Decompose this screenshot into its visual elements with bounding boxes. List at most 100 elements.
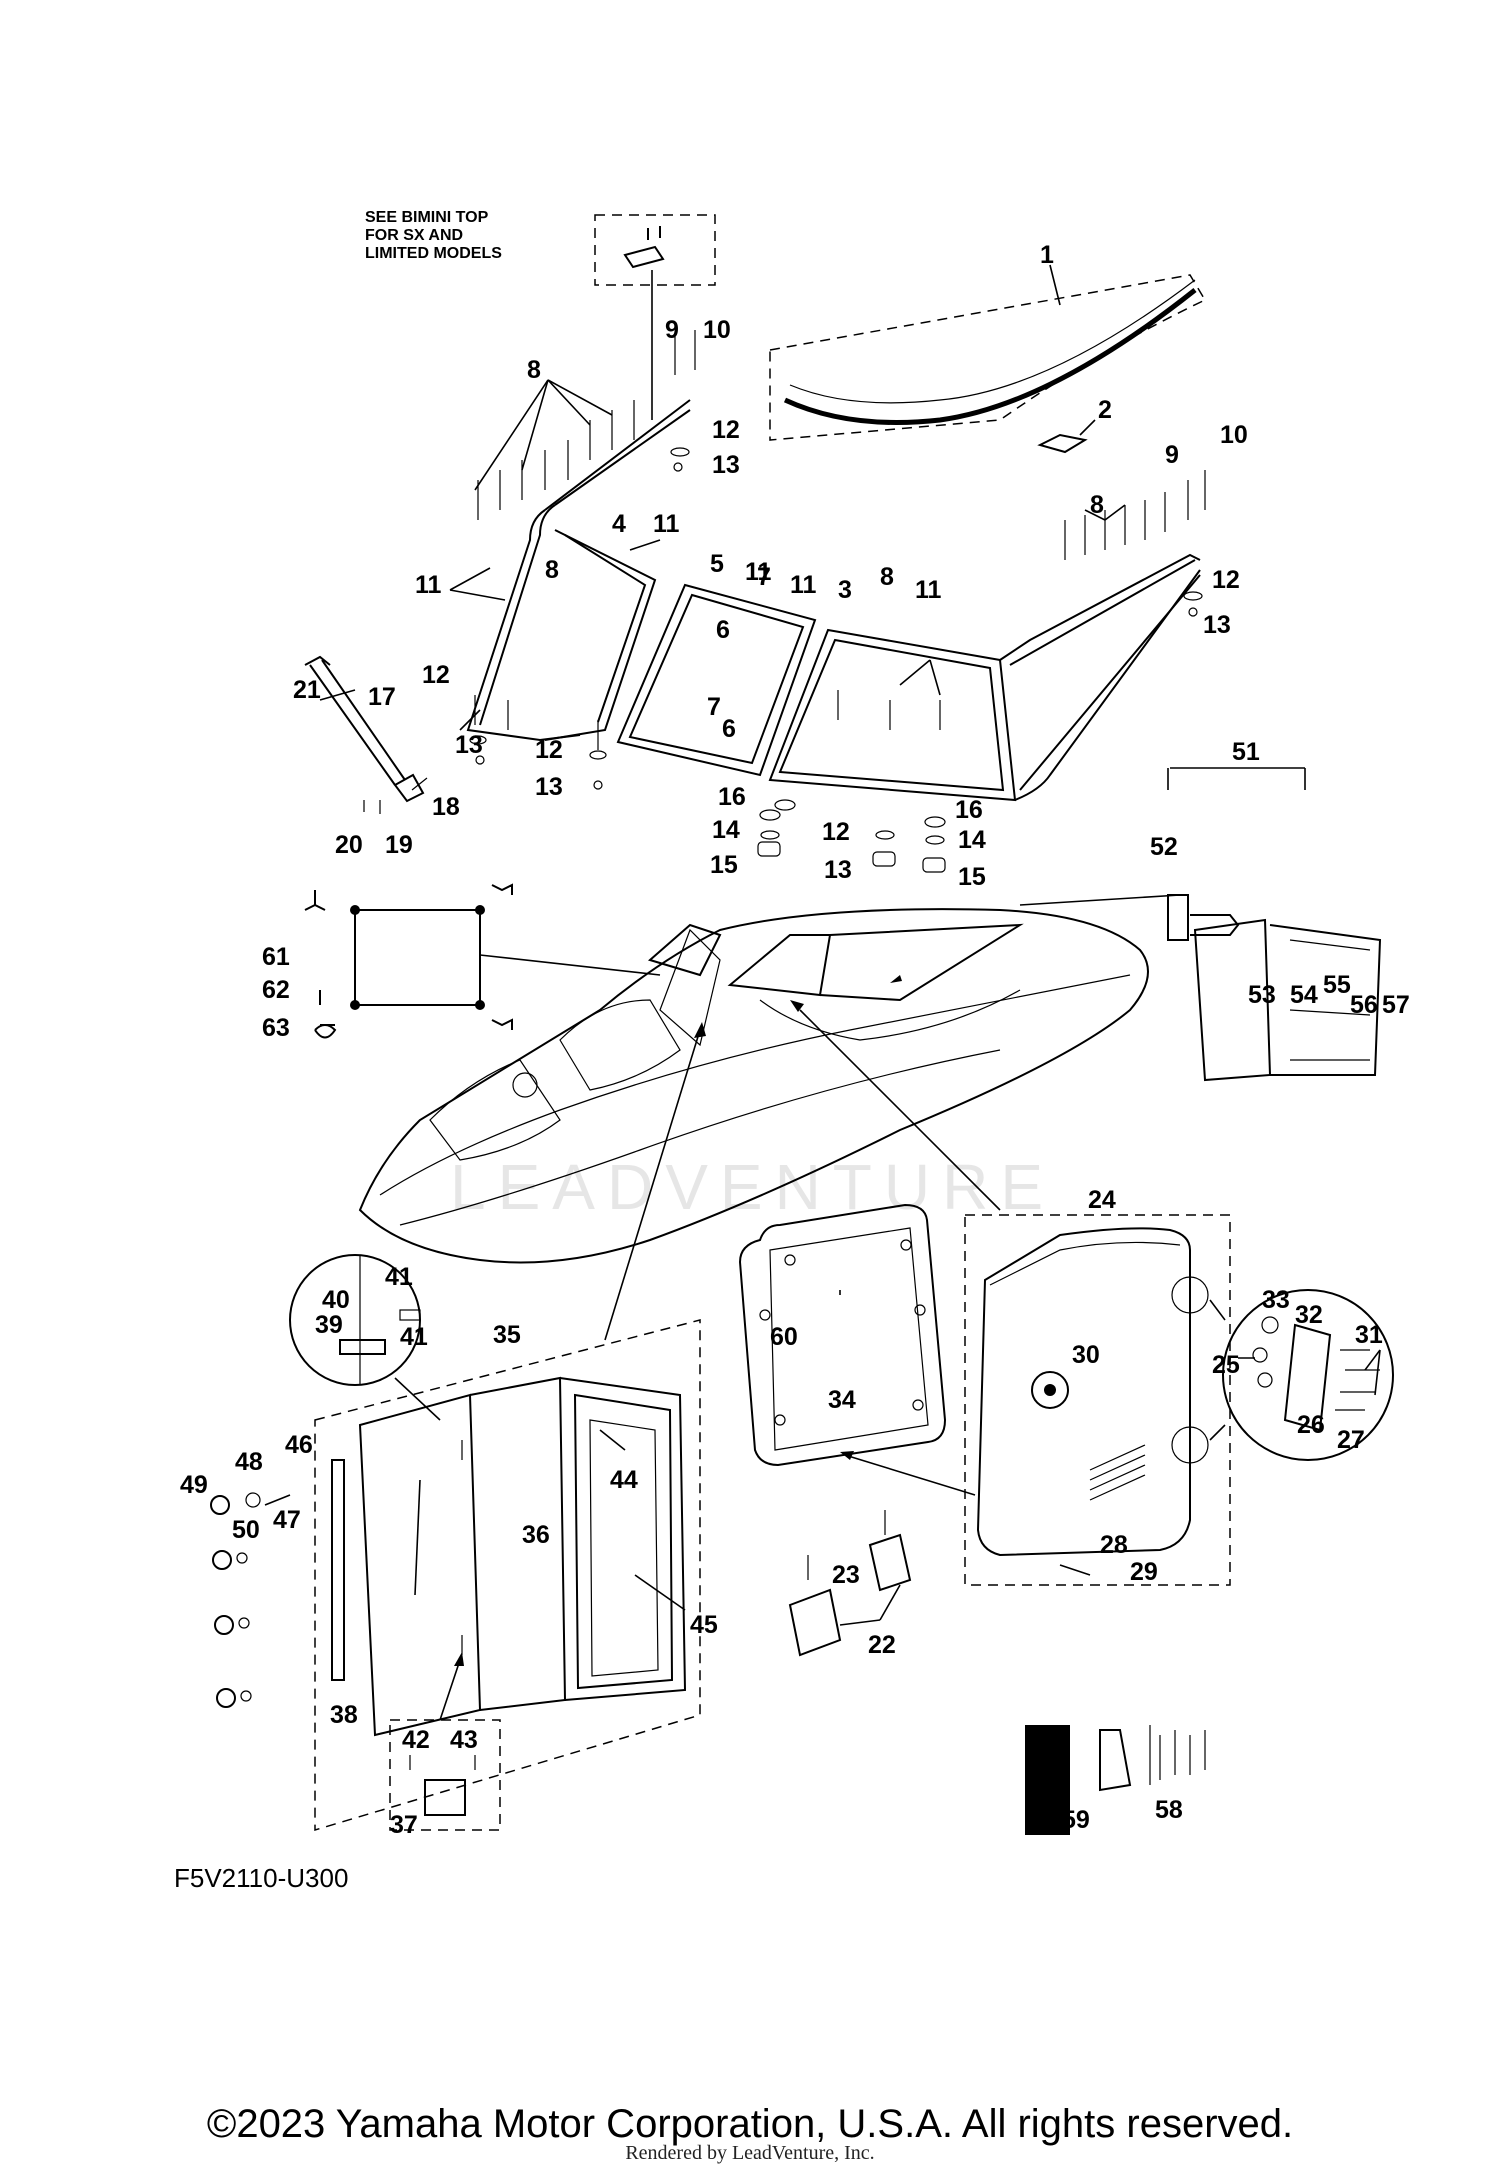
- callout-33: 33: [1262, 1286, 1290, 1314]
- callout-17: 17: [368, 683, 396, 711]
- callout-10b: 10: [1220, 421, 1248, 449]
- callout-12e: 12: [822, 818, 850, 846]
- copyright-text: ©2023 Yamaha Motor Corporation, U.S.A. A…: [206, 2102, 1294, 2146]
- callout-28: 28: [1100, 1531, 1128, 1559]
- callout-62: 62: [262, 976, 290, 1004]
- callout-21: 21: [293, 676, 321, 704]
- callout-12d: 12: [535, 736, 563, 764]
- callout-13: 13: [712, 451, 740, 479]
- callout-14: 14: [712, 816, 740, 844]
- callout-31: 31: [1355, 1321, 1383, 1349]
- callout-6: 6: [716, 616, 730, 644]
- callout-16b: 16: [955, 796, 983, 824]
- windshield-top-trim: [769, 274, 1207, 454]
- callout-42: 42: [402, 1726, 430, 1754]
- boat-hull: [358, 908, 1149, 1264]
- callout-49: 49: [180, 1471, 208, 1499]
- callout-12c: 12: [422, 661, 450, 689]
- callout-25: 25: [1212, 1351, 1240, 1379]
- callout-11c: 11: [790, 571, 817, 599]
- callout-59: 59: [1062, 1806, 1090, 1834]
- callout-15: 15: [710, 851, 738, 879]
- callout-41b: 41: [400, 1323, 428, 1351]
- callout-6b: 6: [722, 715, 736, 743]
- bimini-bracket-box: [594, 214, 716, 286]
- callout-53: 53: [1248, 981, 1276, 1009]
- callout-27: 27: [1337, 1426, 1365, 1454]
- callout-34: 34: [828, 1386, 856, 1414]
- leader-lines: [264, 264, 1381, 1626]
- callout-9: 9: [665, 316, 679, 344]
- callout-8c: 8: [880, 563, 894, 591]
- callout-15b: 15: [958, 863, 986, 891]
- callout-58: 58: [1155, 1796, 1183, 1824]
- callout-5: 5: [710, 550, 724, 578]
- callout-13e: 13: [824, 856, 852, 884]
- callout-11: 11: [415, 571, 442, 599]
- side-storage-panel: [1167, 767, 1382, 1082]
- callout-9b: 9: [1165, 441, 1179, 469]
- callout-44: 44: [610, 1466, 638, 1494]
- callout-22: 22: [868, 1631, 896, 1659]
- callout-61: 61: [262, 943, 290, 971]
- callout-3: 3: [838, 576, 852, 604]
- callout-11e: 11: [745, 558, 772, 586]
- callout-46: 46: [285, 1431, 313, 1459]
- callout-7: 7: [757, 563, 771, 591]
- callout-16: 16: [718, 783, 746, 811]
- callout-10: 10: [703, 316, 731, 344]
- note-line-2: FOR SX AND: [365, 227, 463, 244]
- bimini-note: SEE BIMINI TOP FOR SX AND LIMITED MODELS: [365, 209, 716, 420]
- mounting-bracket: [788, 1510, 912, 1657]
- callout-60: 60: [770, 1323, 798, 1351]
- callout-45: 45: [690, 1611, 718, 1639]
- hinge-detail: [1209, 1289, 1394, 1461]
- callout-1: 1: [1040, 241, 1054, 269]
- callout-19: 19: [385, 831, 413, 859]
- callout-20: 20: [335, 831, 363, 859]
- callout-37: 37: [390, 1811, 418, 1839]
- hatch-panel: [738, 1203, 976, 1496]
- diagram-code: F5V2110-U300: [174, 1863, 349, 1893]
- callout-8d: 8: [1090, 491, 1104, 519]
- right-windshield-frame: [768, 553, 1201, 802]
- callout-39: 39: [315, 1311, 343, 1339]
- callout-32: 32: [1295, 1301, 1323, 1329]
- callout-2: 2: [1098, 396, 1112, 424]
- callout-14b: 14: [958, 826, 986, 854]
- callout-13c: 13: [455, 731, 483, 759]
- door-hinge-box: [389, 1652, 501, 1831]
- loose-items: [1025, 1725, 1206, 1835]
- callout-30: 30: [1072, 1341, 1100, 1369]
- cover-panel: [304, 883, 513, 1039]
- callout-36: 36: [522, 1521, 550, 1549]
- lower-brackets: [757, 799, 946, 873]
- left-windshield-frame: [466, 399, 691, 742]
- callout-26: 26: [1297, 1411, 1325, 1439]
- callout-43: 43: [450, 1726, 478, 1754]
- callout-11b: 11: [653, 510, 680, 538]
- callout-50: 50: [232, 1516, 260, 1544]
- callout-12b: 12: [1212, 566, 1240, 594]
- callout-63: 63: [262, 1014, 290, 1042]
- callout-29: 29: [1130, 1558, 1158, 1586]
- callout-55: 55: [1323, 971, 1351, 999]
- center-windshield: [616, 583, 817, 777]
- callout-numbers: 1 2 3 4 5 6 6 7 7 8 8 8 8 9 9 10 10 11 1…: [180, 241, 1410, 1839]
- callout-4: 4: [612, 510, 626, 538]
- callout-52: 52: [1150, 833, 1178, 861]
- callout-24: 24: [1088, 1186, 1116, 1214]
- callout-35: 35: [493, 1321, 521, 1349]
- note-line-1: SEE BIMINI TOP: [365, 209, 489, 226]
- rendered-by-text: Rendered by LeadVenture, Inc.: [625, 2142, 875, 2164]
- callout-8: 8: [527, 356, 541, 384]
- callout-57: 57: [1382, 991, 1410, 1019]
- callout-38: 38: [330, 1701, 358, 1729]
- fasteners-upper: [469, 330, 1206, 790]
- callout-18: 18: [432, 793, 460, 821]
- watermark: LEADVENTURE: [450, 1151, 1055, 1223]
- bimini-bracket: [623, 226, 665, 269]
- callout-13d: 13: [535, 773, 563, 801]
- callout-54: 54: [1290, 981, 1318, 1009]
